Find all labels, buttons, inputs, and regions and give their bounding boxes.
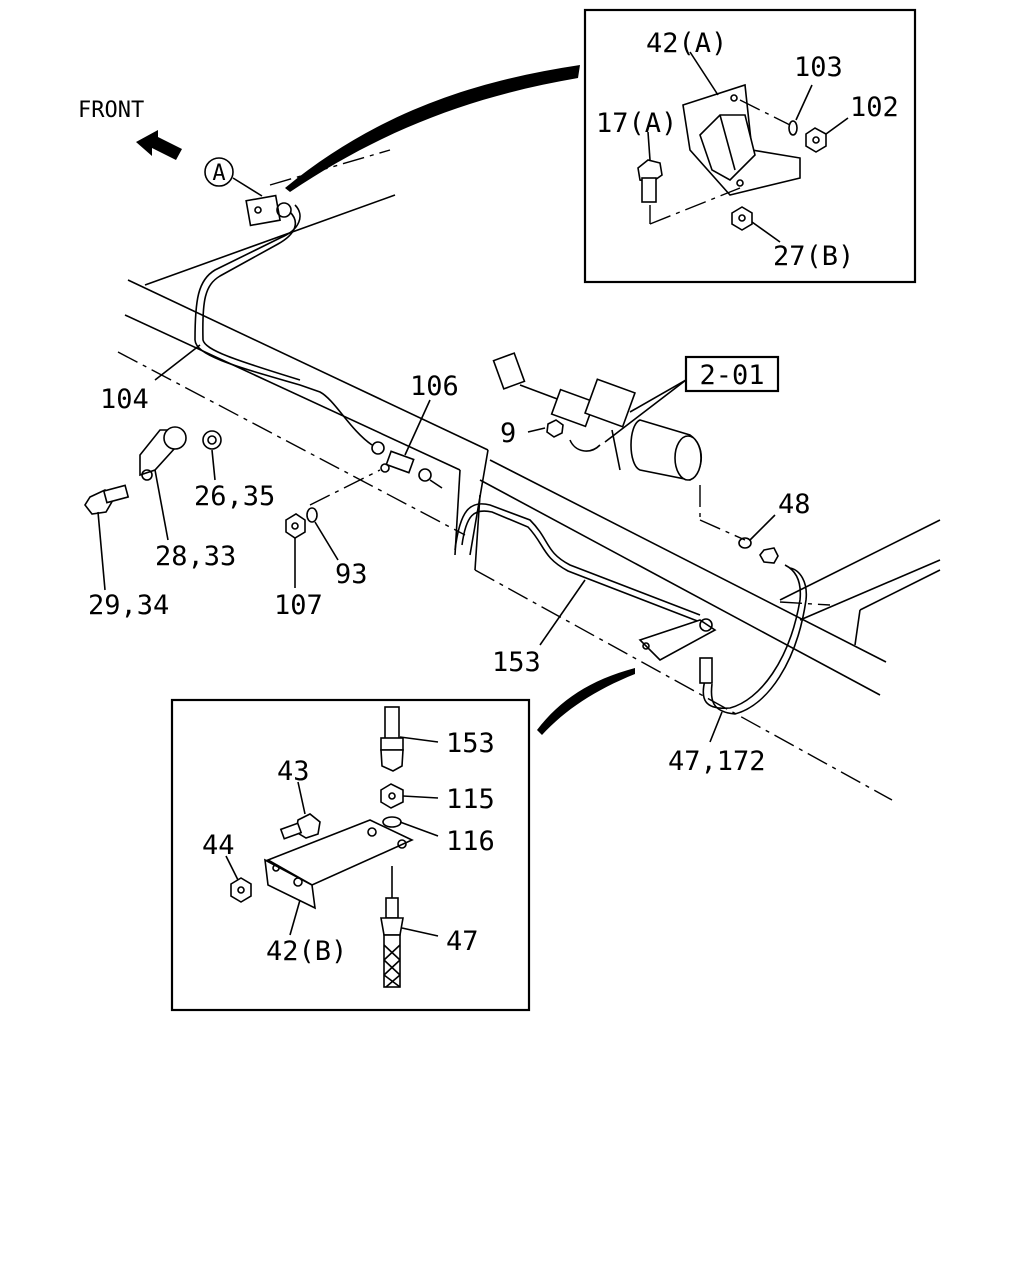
leader-lines bbox=[97, 344, 776, 743]
label-29-34: 29,34 bbox=[88, 590, 169, 621]
label-103: 103 bbox=[794, 52, 843, 83]
label-9: 9 bbox=[500, 418, 516, 449]
label-47-172: 47,172 bbox=[668, 746, 766, 777]
label-107: 107 bbox=[274, 590, 323, 621]
pipe-153-hose-47 bbox=[454, 503, 808, 715]
label-47: 47 bbox=[446, 926, 479, 957]
label-28-33: 28,33 bbox=[155, 541, 236, 572]
nut-washer-107-93 bbox=[285, 507, 318, 539]
label-42b: 42(B) bbox=[266, 936, 347, 967]
valve-2-01 bbox=[492, 352, 746, 541]
tee-106 bbox=[309, 441, 443, 506]
label-48: 48 bbox=[778, 489, 811, 520]
label-115: 115 bbox=[446, 784, 495, 815]
front-arrow: FRONT bbox=[78, 98, 182, 160]
label-106: 106 bbox=[410, 371, 459, 402]
label-26-35: 26,35 bbox=[194, 481, 275, 512]
pipe-104 bbox=[194, 194, 373, 446]
label-153: 153 bbox=[492, 647, 541, 678]
label-102: 102 bbox=[850, 92, 899, 123]
label-27b: 27(B) bbox=[773, 241, 854, 272]
label-104: 104 bbox=[100, 384, 149, 415]
label-42a: 42(A) bbox=[646, 28, 727, 59]
label-43: 43 bbox=[277, 756, 310, 787]
clip-assembly bbox=[84, 426, 222, 515]
ref-box-label: 2-01 bbox=[699, 360, 764, 391]
label-17a: 17(A) bbox=[596, 108, 677, 139]
circle-ref-a: A bbox=[204, 157, 263, 197]
main-labels: 104 106 26,35 28,33 29,34 107 93 9 48 15… bbox=[88, 371, 811, 777]
label-116: 116 bbox=[446, 826, 495, 857]
label-44: 44 bbox=[202, 830, 235, 861]
front-label: FRONT bbox=[78, 98, 144, 123]
inset-pointer-bottom bbox=[537, 668, 635, 735]
circle-ref-letter: A bbox=[212, 161, 225, 186]
label-153-inset: 153 bbox=[446, 728, 495, 759]
ref-box-2-01[interactable]: 2-01 bbox=[604, 355, 780, 443]
label-93: 93 bbox=[335, 559, 368, 590]
inset-bottom: 153 115 116 43 44 42(B) 47 bbox=[170, 698, 531, 1012]
inset-top: 42(A) 17(A) 103 102 27(B) bbox=[583, 8, 917, 284]
inset-pointer-top bbox=[285, 65, 580, 192]
front-arrow-icon bbox=[136, 130, 182, 160]
